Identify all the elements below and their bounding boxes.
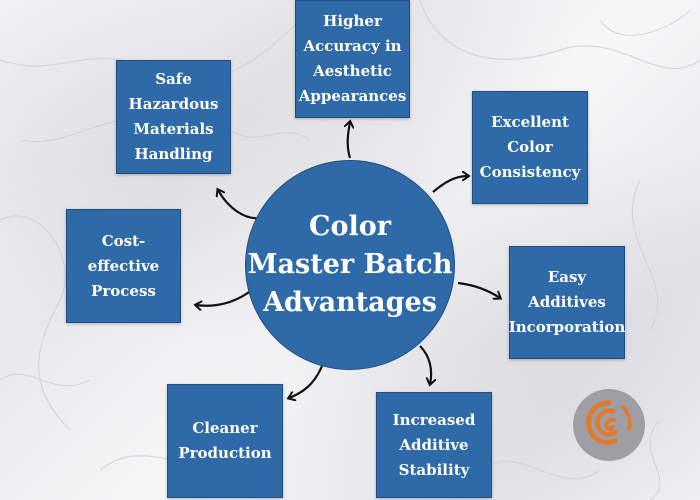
advantage-box-cost: Cost-effective Process: [66, 209, 181, 323]
advantage-label-consistency: Excellent Color Consistency: [479, 113, 581, 181]
advantage-label-additives: Easy Additives Incorporation: [508, 268, 626, 336]
arrow-to-accuracy: [348, 122, 350, 159]
advantage-label-cost: Cost-effective Process: [87, 231, 160, 300]
hub-circle: Color Master Batch Advantages: [245, 160, 455, 370]
swirl-logo-graphic: [586, 400, 632, 446]
advantage-box-cleaner: Cleaner Production: [167, 384, 283, 498]
arrow-to-stability: [419, 345, 431, 384]
advantage-box-stability: Increased Additive Stability: [376, 392, 492, 498]
hub-title: Color Master Batch Advantages: [247, 211, 453, 318]
arrow-to-cleaner: [289, 365, 324, 398]
advantage-label-stability: Increased Additive Stability: [392, 410, 476, 479]
advantage-box-additives: Easy Additives Incorporation: [509, 246, 625, 359]
arrow-to-cost: [196, 289, 253, 306]
swirl-logo-icon: [573, 389, 645, 461]
advantage-label-accuracy: Higher Accuracy in Aesthetic Appearances: [298, 12, 407, 105]
advantage-box-safe: Safe Hazardous Materials Handling: [116, 60, 231, 174]
arrow-to-consistency: [432, 176, 468, 193]
advantage-label-safe: Safe Hazardous Materials Handling: [128, 70, 219, 163]
advantage-box-accuracy: Higher Accuracy in Aesthetic Appearances: [295, 0, 410, 118]
advantage-label-cleaner: Cleaner Production: [178, 419, 272, 462]
arrow-to-additives: [457, 281, 500, 298]
advantage-box-consistency: Excellent Color Consistency: [472, 91, 588, 204]
